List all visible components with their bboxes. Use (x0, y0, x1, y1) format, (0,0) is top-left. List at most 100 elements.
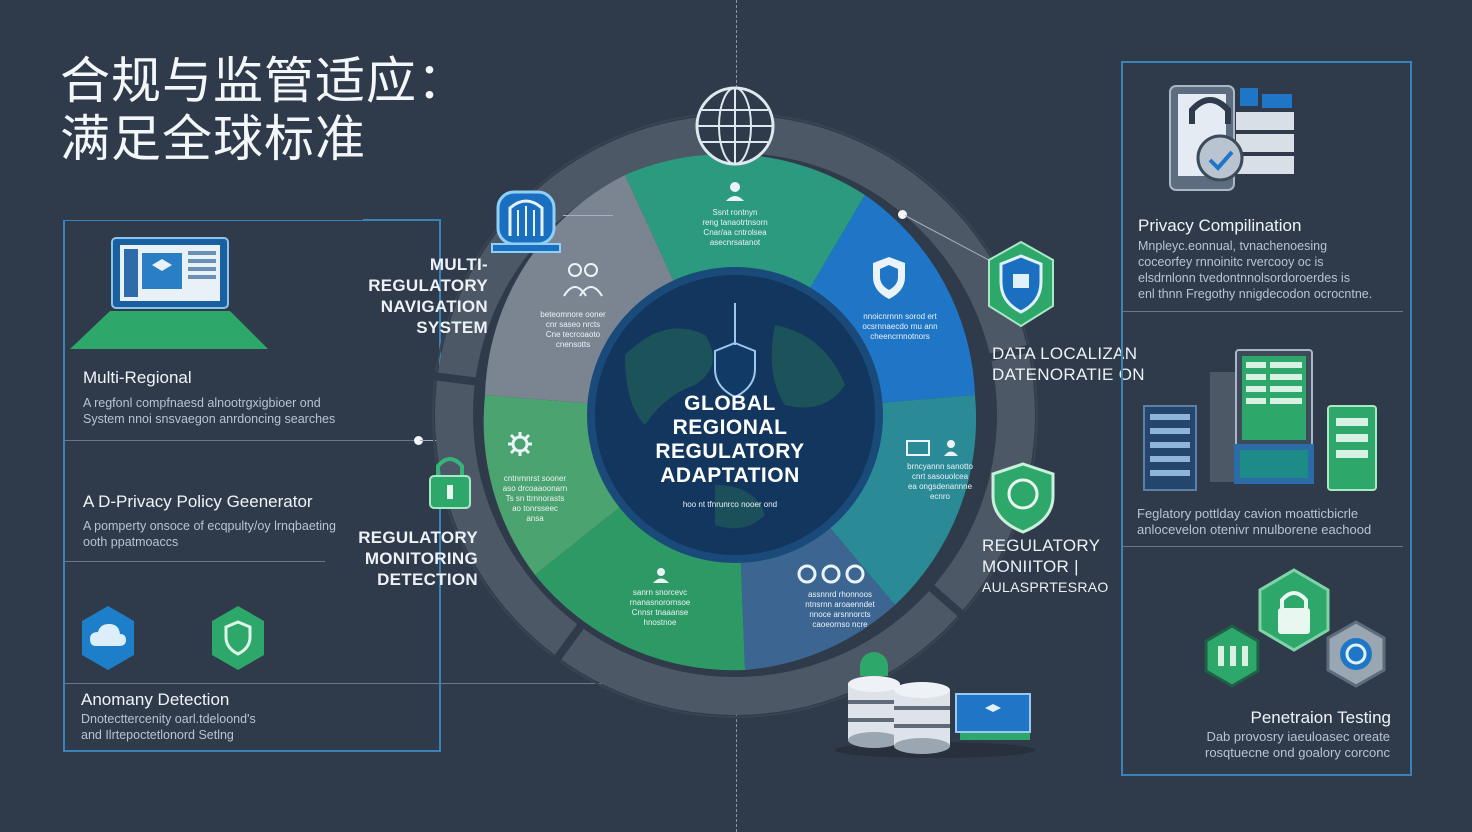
right-item-3-desc-line-1: Dab provosry iaeuloasec oreate (1206, 729, 1390, 744)
panel-gap (63, 218, 363, 220)
right-item-1-desc: Mnpleyc.eonnual, tvnachenoesing coceorfe… (1138, 238, 1403, 302)
security-hex-cluster-icon (1204, 568, 1386, 688)
label-regulatory-monitor-line-2: MONIITOR | (982, 557, 1079, 576)
segment-bottom-line-2: rnanasnorornsoe (629, 598, 691, 607)
lock-icon (429, 457, 471, 509)
segment-bottom-line-4: hnostnoe (643, 618, 677, 627)
segment-top-line-2: reng tanaotrtnsorn (702, 218, 768, 227)
user-icon (653, 568, 669, 583)
segment-right-line-1: brncyannn sanotto (907, 462, 973, 471)
right-item-2-desc-line-1: Feglatory pottlday cavion moatticbicrle (1137, 506, 1359, 521)
segment-top-left-line-2: cnr saseo nrcts (545, 320, 601, 329)
label-multi-nav-line-1: MULTI- (429, 255, 488, 274)
segment-bottom-right-text: assnnrd rhonnoos ntnsrnn aroaenndet nnoc… (790, 590, 890, 630)
right-item-3-title: Penetraion Testing (1250, 708, 1391, 727)
center-title-line-1: GLOBAL (684, 392, 776, 415)
bottom-connector-line (65, 683, 655, 684)
right-item-2-desc-line-2: anlocevelon otenivr nnulborene eachood (1137, 522, 1372, 537)
center-subtitle: hoo nt tfnrunrco nooer ond (682, 500, 778, 509)
segment-left-line-3: Ts sn ttrnnorasts (505, 494, 565, 503)
segment-top-right-line-1: nnoicnrnnn sorod ert (863, 312, 937, 321)
title-line-2: 满足全球标准 (60, 110, 366, 168)
segment-top-line-1: Ssnt rontnyn (712, 208, 758, 217)
left-item-3-desc: Dnotecttercenity oarl.tdeloond's and Ilr… (81, 711, 381, 743)
left-item-2-desc: A pomperty onsoce of ecqpulty/oy lrnqbae… (83, 518, 383, 550)
right-item-1-desc-line-1: Mnpleyc.eonnual, tvnachenoesing (1138, 239, 1328, 253)
server-lock-icon (1169, 85, 1294, 191)
connector-courthouse (563, 215, 613, 216)
left-item-2-title: A D-Privacy Policy Geenerator (83, 492, 313, 511)
label-multi-nav-line-2: REGULATORY (368, 276, 488, 295)
segment-right-line-4: ecnro (929, 492, 950, 501)
label-regulatory-monitor-line-1: REGULATORY (982, 536, 1101, 555)
label-monitoring-line-1: REGULATORY (358, 528, 478, 547)
team-icon (563, 263, 603, 297)
label-regulatory-monitor-line-3: aulasprTesrao (982, 579, 1109, 595)
segment-left-line-4: ao tonrsseec (512, 504, 558, 513)
segment-top-left-text: beteomnore ooner cnr saseo nrcts Cne tec… (518, 310, 628, 350)
label-multi-nav-line-3: NAVIGATION (380, 297, 488, 316)
segment-left-text: cntnrnnrst sooner aso drcoaaoonarn Ts sn… (480, 474, 590, 524)
segment-top-line-4: asecnrsatanot (709, 238, 761, 247)
cloud-hex-icon (82, 606, 134, 670)
left-item-1-desc: A regfonl compfnaesd alnootrgxigbioer on… (83, 395, 383, 427)
left-item-1-desc-line-2: System nnoi snsvaegon anrdoncing searche… (83, 412, 336, 426)
segment-top-left-line-3: Cne tecrcoaoto (545, 330, 601, 339)
segment-top-right-line-3: cheencrnnotnors (870, 332, 930, 341)
segment-top-line-3: Cnar/aa cntrolsea (703, 228, 767, 237)
label-regulatory-monitoring-detection: REGULATORY MONITORING DETECTION (345, 527, 478, 590)
center-title-line-2: REGIONAL (672, 416, 788, 439)
label-multi-nav-line-4: SYSTEM (416, 318, 488, 337)
person-icon (726, 182, 744, 201)
label-monitoring-line-2: MONITORING (364, 549, 478, 568)
segment-bottom-right-line-2: ntnsrnn aroaenndet (805, 600, 875, 609)
center-title-line-3: REGULATORY (655, 440, 805, 463)
left-item-1-title: Multi-Regional (83, 368, 192, 387)
monitor-shield-icon (991, 462, 1055, 534)
left-item-3-desc-line-2: and Ilrtepoctetlonord Setlng (81, 728, 234, 742)
right-item-3-desc: Dab provosry iaeuloasec oreate rosqtuecn… (1140, 729, 1390, 761)
globe-icon (695, 86, 775, 166)
label-regulatory-monitor: REGULATORY MONIITOR | aulasprTesrao (982, 535, 1122, 598)
regulatory-cycle-diagram (425, 105, 1045, 718)
left-item-1-desc-line-1: A regfonl compfnaesd alnootrgxigbioer on… (83, 396, 321, 410)
right-divider-2 (1123, 546, 1403, 547)
segment-right-line-2: cnrt sasouolcea (911, 472, 969, 481)
center-title-line-4: ADAPTATION (660, 464, 800, 487)
right-feature-panel (1121, 61, 1412, 776)
segment-top-text: Ssnt rontnyn reng tanaotrtnsorn Cnar/aa … (680, 208, 790, 248)
segment-right-line-3: ea ongsdenannne (907, 482, 973, 491)
label-monitoring-line-3: DETECTION (377, 570, 478, 589)
segment-bottom-line-3: Cnnsr tnaaanse (631, 608, 689, 617)
right-item-1-title: Privacy Compilination (1138, 216, 1302, 235)
segment-top-right-line-2: ocsrnnaecdo rnu ann (862, 322, 938, 331)
center-title: GLOBAL REGIONAL REGULATORY ADAPTATION (630, 392, 830, 488)
right-item-2-desc: Feglatory pottlday cavion moatticbicrle … (1137, 506, 1402, 538)
left-divider-2 (65, 561, 325, 562)
segment-left-line-2: aso drcoaaoonarn (502, 484, 568, 493)
segment-bottom-right-line-4: caoeornso ncre (812, 620, 868, 629)
segment-bottom-text: sanrn snorcevc rnanasnorornsoe Cnnsr tna… (610, 588, 710, 628)
gear-icon (508, 432, 532, 456)
laptop-icon (70, 237, 268, 349)
segment-left-line-5: ansa (526, 514, 544, 523)
shield-hex-icon (212, 606, 264, 670)
left-divider-1 (65, 440, 415, 441)
data-shield-icon (988, 240, 1054, 328)
label-data-localization-line-1: DATA LOCALIZAN (992, 344, 1138, 363)
segment-top-right-text: nnoicnrnnn sorod ert ocsrnnaecdo rnu ann… (845, 312, 955, 342)
right-item-1-desc-line-2: coceorfey rnnoinitc rvercooy oc is (1138, 255, 1324, 269)
label-data-localization: DATA LOCALIZAN DATENORATIE ON (992, 343, 1172, 385)
left-item-3-desc-line-1: Dnotecttercenity oarl.tdeloond's (81, 712, 256, 726)
connector-dot-left (414, 436, 423, 445)
right-divider-1 (1123, 311, 1403, 312)
segment-top-left-line-4: cnensotts (555, 340, 591, 349)
label-data-localization-line-2: DATENORATIE ON (992, 365, 1145, 384)
dashboard-devices-icon (1143, 349, 1377, 491)
right-item-3-desc-line-2: rosqtuecne ond goalory corconc (1204, 745, 1390, 760)
segment-top-left-line-1: beteomnore ooner (540, 310, 606, 319)
connector-dot-top-right (898, 210, 907, 219)
label-multi-regulatory-navigation: MULTI- REGULATORY NAVIGATION SYSTEM (360, 254, 488, 338)
badge-shield-icon (873, 257, 905, 299)
left-item-3-title: Anomany Detection (81, 690, 230, 709)
